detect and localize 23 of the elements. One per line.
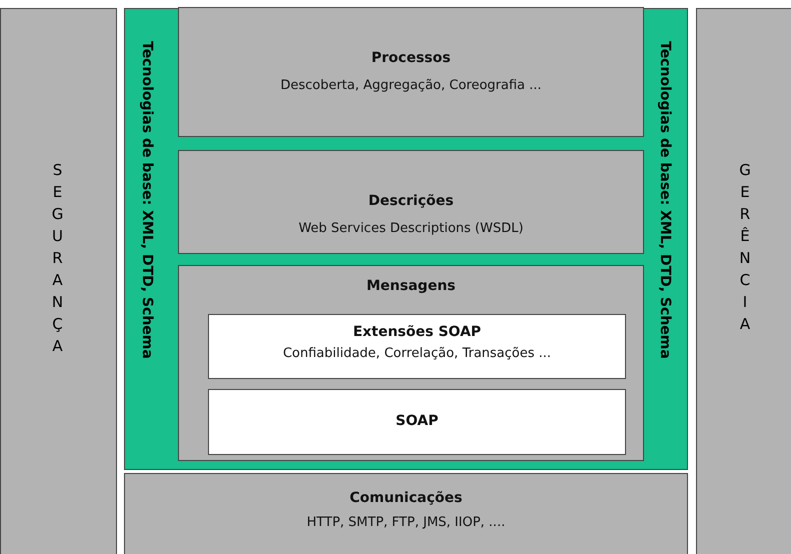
vertical-label: GERÊNCIA xyxy=(736,161,754,337)
layer-band xyxy=(124,8,688,470)
layer-description: Web Services Descriptions (WSDL) xyxy=(298,221,524,236)
layer-title: Mensagens xyxy=(366,278,456,294)
vertical-label: SEGURANÇA xyxy=(48,161,66,359)
vertical-label: Tecnologias de base: XML, DTD, Schema xyxy=(139,41,155,359)
vertical-label: Tecnologias de base: XML, DTD, Schema xyxy=(657,41,673,359)
layer-title: Comunicações xyxy=(348,490,464,506)
layer-description: HTTP, SMTP, FTP, JMS, IIOP, .... xyxy=(306,515,506,530)
layer-box xyxy=(178,7,644,137)
layer-title: Extensões SOAP xyxy=(352,324,482,340)
layer-box xyxy=(124,473,688,554)
layer-title: Descrições xyxy=(367,193,455,209)
side-panel xyxy=(696,8,791,554)
layer-title: Processos xyxy=(370,50,452,66)
layer-description: Descoberta, Aggregação, Coreografia ... xyxy=(279,78,543,93)
layer-box xyxy=(178,150,644,254)
side-panel xyxy=(0,8,117,554)
layer-box xyxy=(178,265,644,461)
layer-box xyxy=(208,314,626,379)
layer-box xyxy=(208,389,626,455)
layer-description: Confiabilidade, Correlação, Transações ... xyxy=(282,346,552,361)
layer-title: SOAP xyxy=(394,413,440,429)
